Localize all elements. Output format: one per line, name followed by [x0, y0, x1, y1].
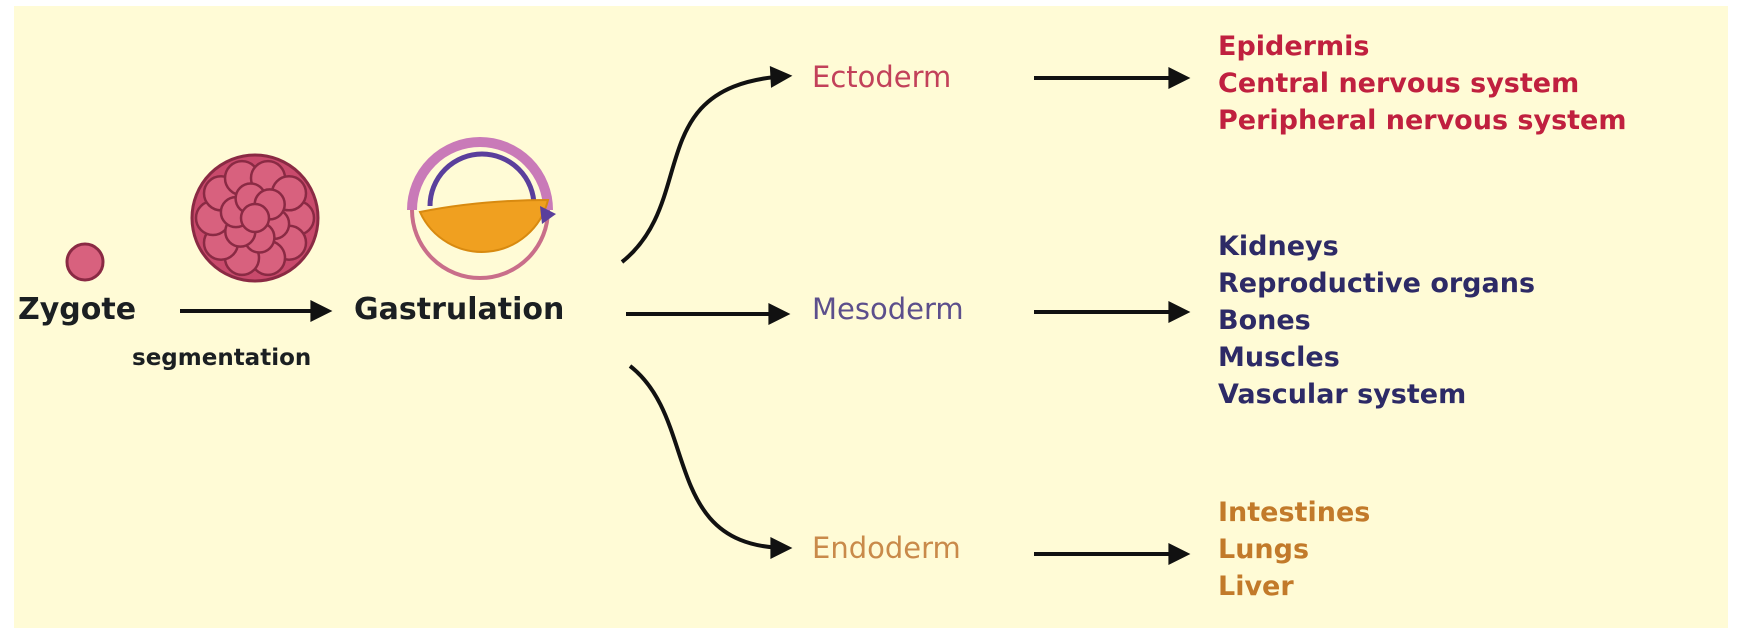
zygote-cell-icon: [67, 244, 103, 280]
list-item: Bones: [1218, 302, 1535, 339]
list-item: Epidermis: [1218, 28, 1627, 65]
gastrula-icon: [412, 142, 556, 278]
list-item: Central nervous system: [1218, 65, 1627, 102]
list-item: Peripheral nervous system: [1218, 102, 1627, 139]
mesoderm-label: Mesoderm: [812, 292, 964, 326]
morula-cluster-icon: [192, 155, 318, 281]
list-item: Intestines: [1218, 494, 1370, 531]
endoderm-outcomes: Intestines Lungs Liver: [1218, 494, 1370, 605]
ectoderm-outcomes: Epidermis Central nervous system Periphe…: [1218, 28, 1627, 139]
mesoderm-outcomes: Kidneys Reproductive organs Bones Muscle…: [1218, 228, 1535, 413]
list-item: Liver: [1218, 568, 1370, 605]
arrow-to-ectoderm: [622, 76, 788, 262]
list-item: Lungs: [1218, 531, 1370, 568]
ectoderm-label: Ectoderm: [812, 60, 951, 94]
list-item: Reproductive organs: [1218, 265, 1535, 302]
morula-cell: [241, 204, 269, 232]
list-item: Vascular system: [1218, 376, 1535, 413]
list-item: Muscles: [1218, 339, 1535, 376]
zygote-label: Zygote: [18, 292, 136, 327]
segmentation-label: segmentation: [132, 345, 311, 371]
gastrulation-label: Gastrulation: [354, 292, 564, 327]
arrow-to-endoderm: [630, 366, 788, 548]
endoderm-label: Endoderm: [812, 531, 961, 565]
list-item: Kidneys: [1218, 228, 1535, 265]
